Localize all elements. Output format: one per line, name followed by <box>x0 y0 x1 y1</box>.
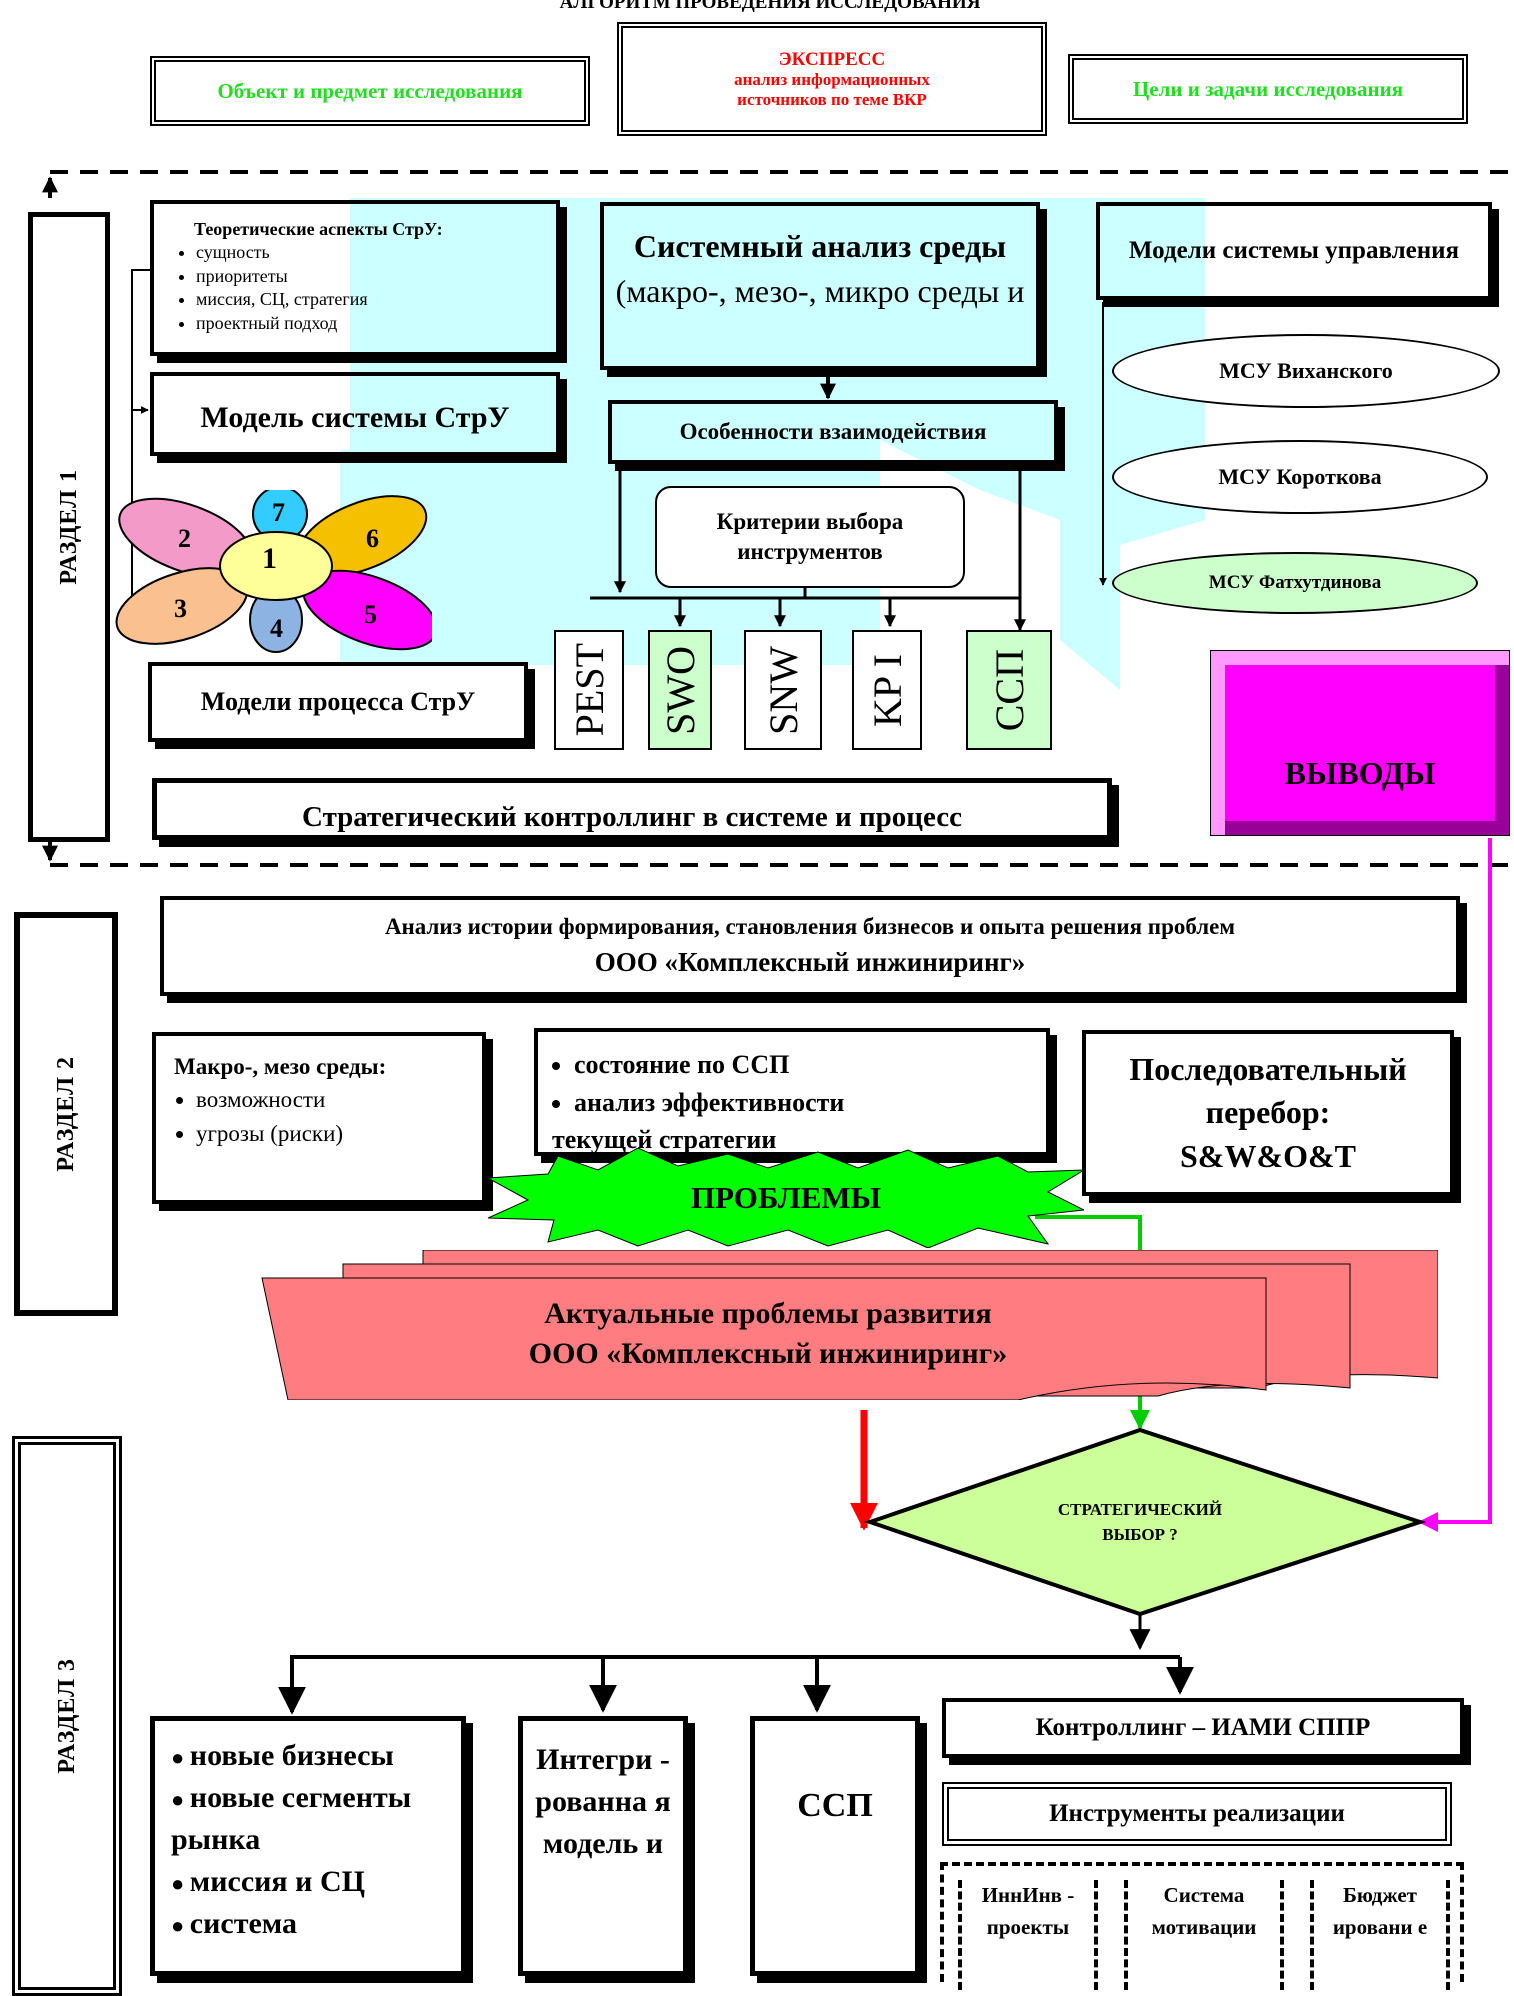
tool-ssp: ССП <box>966 630 1052 750</box>
tool-snw: SNW <box>744 630 822 750</box>
impl-budget: Бюджет ировани е <box>1310 1880 1450 1990</box>
impl-frame: ИннИнв - проекты Система мотивации Бюдже… <box>940 1862 1464 1990</box>
system-analysis-box: Системный анализ среды (макро-, мезо-, м… <box>600 202 1040 370</box>
goals-box: Цели и задачи исследования <box>1068 54 1468 124</box>
problems-label: ПРОБЛЕМЫ <box>690 1180 882 1215</box>
tool-kpi: KP I <box>852 630 922 750</box>
section-1-label: РАЗДЕЛ 1 <box>55 469 82 585</box>
tool-pest: PEST <box>554 630 624 750</box>
environment-box: Макро-, мезо среды: возможности угрозы (… <box>152 1032 486 1204</box>
flower-label-5: 5 <box>364 600 377 629</box>
actual-problems-svg <box>261 1250 1438 1400</box>
process-models-box: Модели процесса СтрУ <box>148 662 528 742</box>
history-line1: Анализ истории формирования, становления… <box>384 913 1236 939</box>
new-business-item: ● миссия и СЦ <box>171 1865 365 1898</box>
state-box: состояние по ССП анализ эффективности те… <box>534 1028 1050 1156</box>
flower-label-7: 7 <box>272 498 285 527</box>
express-line3: источников по теме ВКР <box>737 89 927 109</box>
criteria-box: Критерии выбора инструментов <box>655 486 965 588</box>
flower-label-3: 3 <box>174 594 187 623</box>
actual-problems-text: Актуальные проблемы развития ООО «Компле… <box>258 1284 1278 1384</box>
theory-item: проектный подход <box>196 312 546 335</box>
interaction-box: Особенности взаимодействия <box>608 400 1058 464</box>
state-item: состояние по ССП <box>574 1046 1036 1084</box>
strategic-controlling-box: Стратегический контроллинг в системе и п… <box>152 778 1112 840</box>
object-box: Объект и предмет исследования <box>150 56 590 126</box>
section-3-label: РАЗДЕЛ 3 <box>53 1658 80 1774</box>
seq-line3: S&W&O&T <box>1180 1137 1356 1174</box>
environment-title: Макро-, мезо среды: <box>174 1054 387 1079</box>
section-1-frame: РАЗДЕЛ 1 <box>28 212 110 842</box>
problems-burst-svg <box>488 1148 1084 1248</box>
msu-fatkhutdinov: МСУ Фатхутдинова <box>1112 552 1478 614</box>
express-box: ЭКСПРЕСС анализ информационных источнико… <box>617 22 1047 136</box>
strategic-choice-label: СТРАТЕГИЧЕСКИЙ ВЫБОР ? <box>990 1482 1290 1562</box>
integrated-model-box: Интегри - рованна я модель и <box>518 1716 688 1976</box>
section-2-frame: РАЗДЕЛ 2 <box>14 912 118 1316</box>
actual-line2: ООО «Комплексный инжиниринг» <box>528 1337 1008 1370</box>
ssp-box: ССП <box>750 1716 920 1976</box>
impl-motivation: Система мотивации <box>1124 1880 1284 1990</box>
sequential-box: Последовательный перебор: S&W&O&T <box>1082 1030 1454 1196</box>
theory-item: сущность <box>196 241 546 264</box>
flower-label-6: 6 <box>366 524 379 553</box>
msu-vikhansky: МСУ Вихaнского <box>1112 334 1500 408</box>
state-tail: текущей стратегии <box>552 1125 777 1155</box>
tool-snw-label: SNW <box>760 645 806 735</box>
express-line1: ЭКСПРЕСС <box>778 48 886 70</box>
section-3-frame: РАЗДЕЛ 3 <box>12 1436 122 1996</box>
flower-label-1: 1 <box>262 542 277 575</box>
seq-line1: Последовательный <box>1129 1051 1407 1088</box>
choice-line2: ВЫБОР ? <box>1102 1525 1178 1544</box>
magenta-line <box>1418 838 1492 1532</box>
express-line2: анализ информационных <box>734 70 930 90</box>
seq-line2: перебор: <box>1205 1094 1331 1131</box>
flower-center <box>219 531 333 601</box>
system-analysis-text: (макро-, мезо-, микро среды и <box>615 272 1025 309</box>
section-2-label: РАЗДЕЛ 2 <box>52 1056 79 1172</box>
msu-title-box: Модели системы управления <box>1096 202 1492 300</box>
theory-item: миссия, СЦ, стратегия <box>196 288 546 311</box>
controlling-iami-box: Контроллинг – ИАМИ СППР <box>942 1698 1464 1758</box>
tool-pest-label: PEST <box>566 643 612 737</box>
tool-kpi-label: KP I <box>864 653 910 727</box>
new-business-item: ● новые сегменты рынка <box>171 1781 412 1856</box>
system-analysis-title: Системный анализ среды <box>633 228 1007 264</box>
tool-swo-label: SWO <box>657 645 703 735</box>
flower-diagram: 1 2 3 4 5 6 7 <box>112 490 432 660</box>
problems-burst: ПРОБЛЕМЫ <box>488 1148 1084 1248</box>
stack-front <box>261 1277 1267 1400</box>
conclusions-box: ВЫВОДЫ <box>1210 650 1510 836</box>
theory-item: приоритеты <box>196 265 546 288</box>
new-business-item: ● система <box>171 1907 297 1940</box>
tool-swo: SWO <box>648 630 712 750</box>
environment-item: возможности <box>196 1083 472 1116</box>
theory-title: Теоретические аспекты СтрУ: <box>194 219 443 239</box>
impl-tools-title: Инструменты реализации <box>942 1782 1452 1846</box>
problems-burst-shape <box>488 1148 1084 1248</box>
page-title: АЛГОРИТМ ПРОВЕДЕНИЯ ИССЛЕДОВАНИЯ <box>559 0 981 13</box>
environment-item: угрозы (риски) <box>196 1117 472 1150</box>
model-system-box: Модель системы СтрУ <box>150 372 560 456</box>
new-business-item: ● новые бизнесы <box>171 1739 394 1772</box>
actual-line1: Актуальные проблемы развития <box>544 1296 992 1330</box>
theory-box: Теоретические аспекты СтрУ: сущность при… <box>150 200 560 356</box>
history-box: Анализ истории формирования, становления… <box>160 896 1460 996</box>
tool-ssp-label: ССП <box>986 648 1032 732</box>
flower-label-4: 4 <box>270 614 283 643</box>
history-line2: ООО «Комплексный инжиниринг» <box>594 947 1026 978</box>
bracket-left <box>131 269 150 610</box>
choice-line1: СТРАТЕГИЧЕСКИЙ <box>1057 1499 1223 1519</box>
actual-problems-stack: Актуальные проблемы развития ООО «Компле… <box>258 1250 1438 1400</box>
impl-innov: ИннИнв - проекты <box>958 1880 1098 1990</box>
flower-svg <box>115 490 432 653</box>
flower-label-2: 2 <box>178 524 191 553</box>
msu-korotkov: МСУ Короткова <box>1112 440 1488 514</box>
state-item: анализ эффективности <box>574 1084 1036 1122</box>
new-business-box: ● новые бизнесы ● новые сегменты рынка ●… <box>150 1716 466 1976</box>
